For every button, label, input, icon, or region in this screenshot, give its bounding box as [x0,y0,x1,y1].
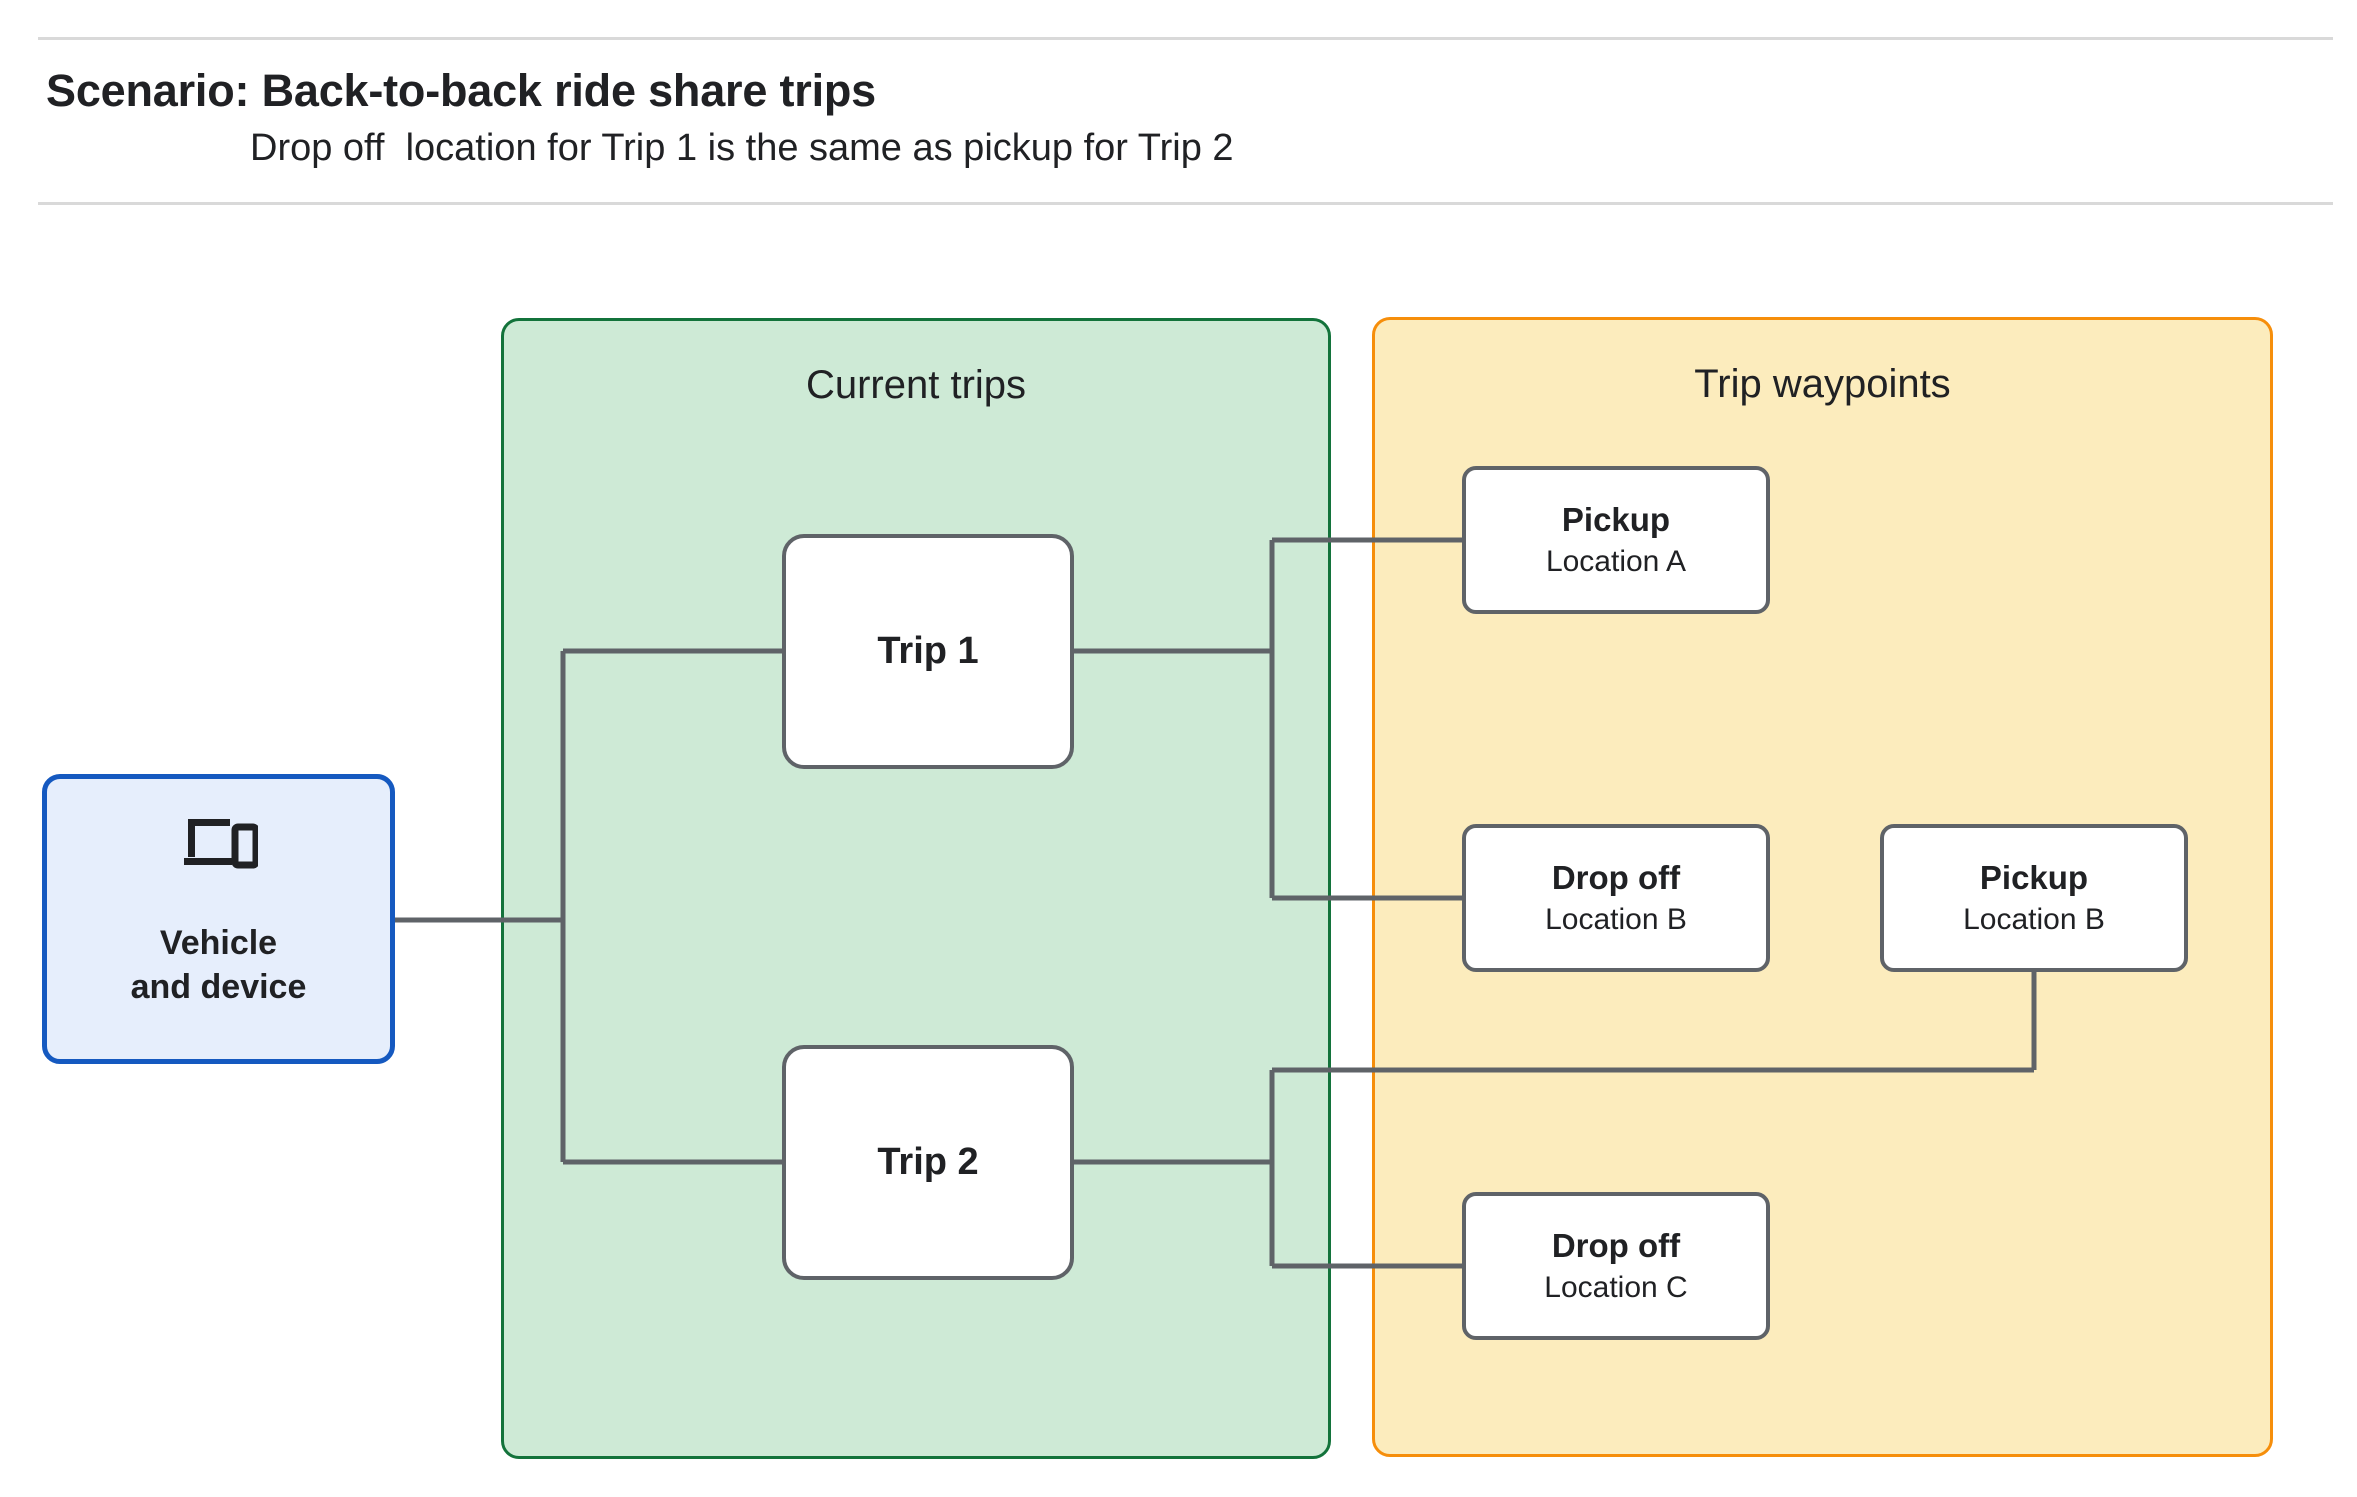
node-trip-1-label: Trip 1 [877,630,979,672]
node-vehicle-and-device[interactable]: Vehicle and device [42,774,395,1064]
node-dropoff-c-location: Location C [1544,1270,1688,1304]
node-dropoff-c-title: Drop off [1551,1226,1681,1264]
node-pickup-b-title: Pickup [1979,858,2089,896]
node-trip-2[interactable]: Trip 2 [782,1045,1074,1280]
group-current-trips: Current trips [501,318,1331,1459]
node-dropoff-c[interactable]: Drop off Location C [1462,1192,1770,1340]
node-pickup-b[interactable]: Pickup Location B [1880,824,2188,972]
devices-icon [183,819,258,869]
node-pickup-a[interactable]: Pickup Location A [1462,466,1770,614]
node-vehicle-label: Vehicle and device [130,924,307,1006]
node-pickup-a-location: Location A [1545,544,1687,578]
group-current-trips-title: Current trips [805,363,1027,407]
page-title: Scenario: Back-to-back ride share trips [46,65,876,116]
node-pickup-b-location: Location B [1963,902,2105,936]
node-dropoff-b-title: Drop off [1551,858,1681,896]
node-trip-2-label: Trip 2 [877,1141,979,1183]
node-pickup-a-title: Pickup [1561,500,1671,538]
header-divider-bottom [38,202,2333,205]
header-divider-top [38,37,2333,40]
page-subtitle: Drop off location for Trip 1 is the same… [250,127,1234,169]
node-trip-1[interactable]: Trip 1 [782,534,1074,769]
group-trip-waypoints-title: Trip waypoints [1694,362,1951,406]
node-dropoff-b[interactable]: Drop off Location B [1462,824,1770,972]
node-dropoff-b-location: Location B [1545,902,1687,936]
